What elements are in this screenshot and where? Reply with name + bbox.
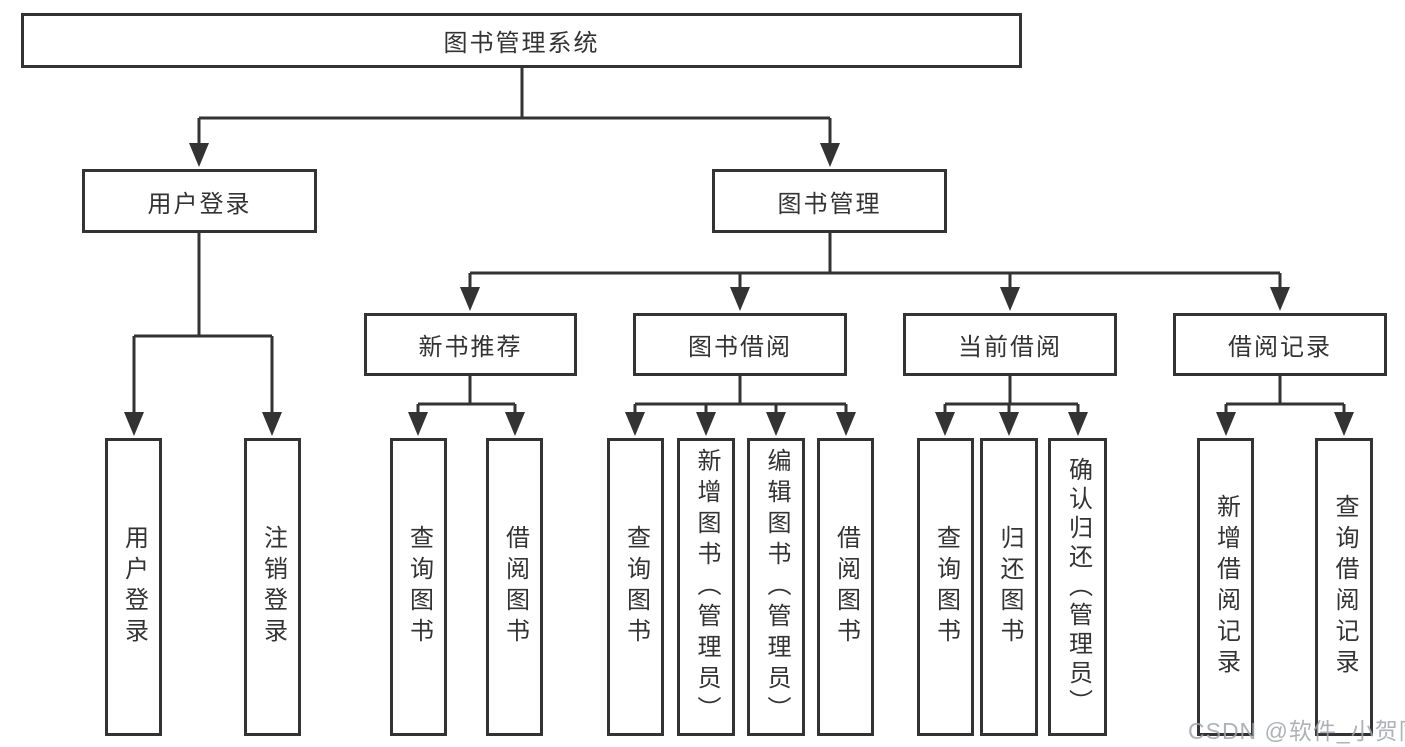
arrowheads xyxy=(124,143,1354,436)
arrowhead xyxy=(999,412,1019,436)
node-book-borrow: 图书借阅 xyxy=(633,313,847,376)
node-current-borrow: 当前借阅 xyxy=(903,313,1117,376)
node-leaf-query-book-borrow: 查询图书 xyxy=(607,438,664,736)
node-leaf-user-login: 用户登录 xyxy=(105,438,162,736)
node-user-login: 用户登录 xyxy=(82,169,317,233)
node-leaf-borrow-book-rec-label: 借阅图书 xyxy=(501,525,529,649)
node-leaf-add-book: 新增图书（管理员） xyxy=(677,438,735,736)
node-leaf-return-book: 归还图书 xyxy=(980,438,1038,736)
arrowhead xyxy=(262,412,282,436)
node-borrow-record-label: 借阅记录 xyxy=(1228,334,1332,361)
arrowhead xyxy=(408,412,428,436)
node-leaf-edit-book: 编辑图书（管理员） xyxy=(747,438,805,736)
node-leaf-confirm-return: 确认归还（管理员） xyxy=(1048,438,1107,736)
node-leaf-add-book-label: 新增图书（管理员） xyxy=(693,447,720,727)
arrowhead xyxy=(1068,412,1088,436)
arrowhead xyxy=(124,412,144,436)
node-borrow-record: 借阅记录 xyxy=(1173,313,1387,376)
arrowhead xyxy=(625,412,645,436)
node-leaf-user-login-label: 用户登录 xyxy=(120,525,148,649)
node-user-login-label: 用户登录 xyxy=(147,190,252,218)
node-leaf-query-book-cur-label: 查询图书 xyxy=(932,525,960,649)
node-leaf-edit-book-label: 编辑图书（管理员） xyxy=(763,447,790,727)
node-leaf-query-book-rec: 查询图书 xyxy=(390,438,447,736)
edge-new-book-rec-children xyxy=(416,376,517,415)
node-leaf-borrow-book-label: 借阅图书 xyxy=(832,525,860,649)
edge-user-login-children xyxy=(132,233,274,415)
node-leaf-query-record: 查询借阅记录 xyxy=(1315,438,1373,736)
node-leaf-borrow-book: 借阅图书 xyxy=(817,438,874,736)
arrowhead xyxy=(1216,412,1236,436)
node-book-mgmt: 图书管理 xyxy=(712,169,947,233)
node-leaf-query-record-label: 查询借阅记录 xyxy=(1331,494,1358,680)
node-book-borrow-label: 图书借阅 xyxy=(688,334,792,361)
node-leaf-query-book-rec-label: 查询图书 xyxy=(405,525,433,649)
node-current-borrow-label: 当前借阅 xyxy=(958,334,1062,361)
node-book-mgmt-label: 图书管理 xyxy=(777,190,882,218)
edge-book-borrow-children xyxy=(633,376,848,415)
arrowhead xyxy=(935,412,955,436)
node-leaf-query-book-borrow-label: 查询图书 xyxy=(622,525,650,649)
arrowhead xyxy=(1270,287,1290,311)
arrowhead xyxy=(505,412,525,436)
arrowhead xyxy=(460,287,480,311)
node-leaf-borrow-book-rec: 借阅图书 xyxy=(486,438,543,736)
edge-root-to-level2 xyxy=(197,68,832,147)
edge-current-borrow-children xyxy=(943,376,1080,415)
node-new-book-rec-label: 新书推荐 xyxy=(418,334,523,361)
arrowhead xyxy=(1000,287,1020,311)
node-leaf-confirm-return-label: 确认归还（管理员） xyxy=(1064,456,1092,718)
node-leaf-add-record-label: 新增借阅记录 xyxy=(1212,494,1240,680)
arrowhead xyxy=(766,412,786,436)
arrowhead xyxy=(1334,412,1354,436)
edge-borrow-record-children xyxy=(1224,376,1346,415)
node-leaf-logout: 注销登录 xyxy=(244,438,301,736)
node-new-book-rec: 新书推荐 xyxy=(364,313,577,376)
edge-book-mgmt-children xyxy=(468,233,1282,290)
arrowhead xyxy=(836,412,856,436)
node-leaf-logout-label: 注销登录 xyxy=(259,525,287,649)
node-leaf-add-record: 新增借阅记录 xyxy=(1197,438,1254,736)
arrowhead xyxy=(820,143,840,167)
arrowhead xyxy=(189,143,209,167)
node-root-label: 图书管理系统 xyxy=(443,30,600,57)
arrowhead xyxy=(730,287,750,311)
arrowhead xyxy=(696,412,716,436)
node-leaf-query-book-cur: 查询图书 xyxy=(917,438,974,736)
node-root: 图书管理系统 xyxy=(21,13,1022,68)
connector-lines xyxy=(132,68,1346,415)
node-leaf-return-book-label: 归还图书 xyxy=(996,525,1023,649)
